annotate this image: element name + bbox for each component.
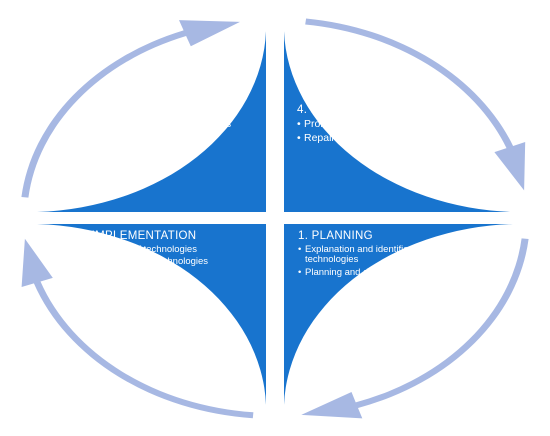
arrow-top-right-quadrant [305, 18, 526, 191]
cycle-arrows [21, 18, 529, 419]
list-item: Operation of technologies [84, 132, 259, 145]
arrow-bottom-right-quadrant [301, 238, 529, 419]
administration-panel: 3. ADMINISTRATION Administration of tech… [84, 104, 259, 146]
implementation-panel: 2. IMPLEMENTATION Installation of techno… [78, 230, 260, 282]
arrow-bottom-left-quadrant [21, 238, 254, 419]
administration-list: Administration of technologies Operation… [84, 118, 259, 145]
quadrants [37, 31, 513, 405]
planning-list: Explanation and identification of techno… [298, 244, 473, 279]
list-item: Administration of technologies [84, 118, 259, 131]
quadrant-administration [37, 31, 266, 212]
list-item: Planning and designing solutions [298, 267, 473, 279]
maintenance-panel: 4. MAINTENANCE Problem resolution. Repai… [297, 104, 477, 146]
list-item: Configuration of technologies [78, 256, 260, 268]
implementation-title: 2. IMPLEMENTATION [78, 230, 197, 242]
planning-title: 1. PLANNING [298, 230, 373, 242]
quadrant-maintenance [284, 31, 513, 212]
list-item: Upgrade of technologies [78, 269, 260, 281]
maintenance-title: 4. MAINTENANCE [297, 104, 398, 116]
list-item: Repair and replacement of solutions. [297, 132, 477, 145]
list-item: Explanation and identification of techno… [298, 244, 473, 266]
list-item: Installation of technologies [78, 244, 260, 256]
implementation-list: Installation of technologies Configurati… [78, 244, 260, 281]
maintenance-list: Problem resolution. Repair and replaceme… [297, 118, 477, 145]
planning-panel: 1. PLANNING Explanation and identificati… [298, 230, 473, 280]
arrow-top-left-quadrant [21, 20, 241, 198]
list-item: Problem resolution. [297, 118, 477, 131]
administration-title: 3. ADMINISTRATION [84, 104, 199, 116]
